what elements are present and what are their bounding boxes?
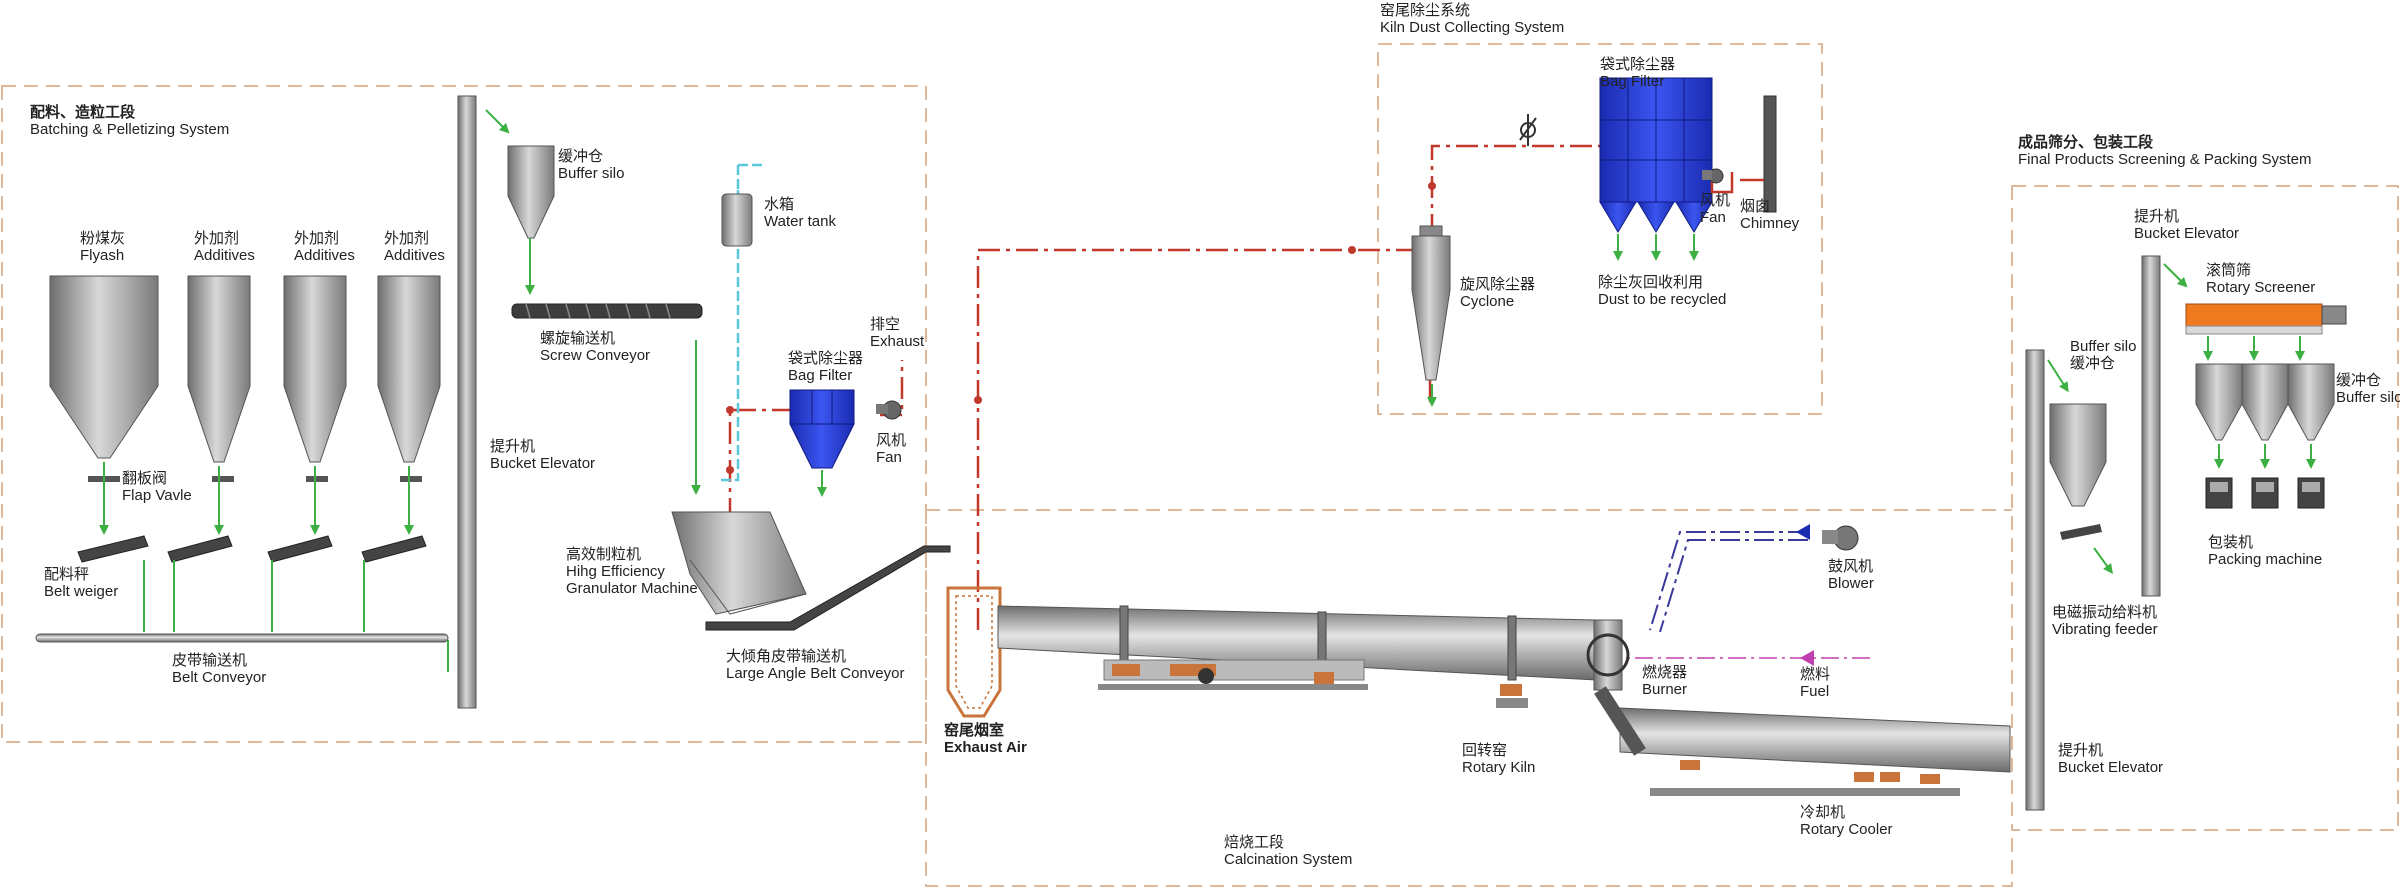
granulator (671, 511, 807, 615)
cooler-supports (1650, 760, 1960, 796)
bag-filter-1 (789, 389, 855, 469)
elevator-1-arrow (485, 109, 510, 134)
rotary-cooler (1619, 707, 2011, 773)
additives-silo-2 (283, 275, 347, 463)
bucket-elevator-1 (457, 95, 477, 709)
bag-filter-2 (1599, 77, 1713, 233)
butterfly-valve-icon (1519, 114, 1537, 146)
final-products-section-border (2011, 185, 2399, 831)
material-down-arrows (99, 462, 449, 672)
batching-section-border (1, 85, 927, 743)
blower-icon (1822, 525, 1859, 551)
screener-to-silos (2203, 336, 2305, 361)
kiln-dust-section-label: 窑尾除尘系统 Kiln Dust Collecting System (1380, 2, 1565, 36)
belt-conveyor (35, 633, 449, 643)
calcination-section-border (925, 509, 2013, 887)
bucket-elevator-2 (2025, 349, 2045, 811)
exhaust-air-chamber (946, 586, 1002, 718)
additives-silo-3 (377, 275, 441, 463)
fan-1-icon (876, 400, 902, 420)
large-angle-belt-conveyor (705, 545, 951, 631)
gas-valves (726, 182, 1436, 474)
kiln-supports (1098, 659, 1528, 708)
kiln-hood (1586, 619, 1630, 691)
chimney (1763, 95, 1777, 213)
kiln-dust-section-border (1377, 43, 1823, 415)
buffer-silo-2 (2049, 403, 2107, 507)
water-tank (721, 193, 753, 247)
screw-conveyor (511, 303, 703, 319)
buffer-silo-1 (507, 145, 555, 239)
section-borders (1, 43, 2399, 887)
vibrating-feeder (2060, 524, 2102, 540)
cyclone (1411, 235, 1451, 381)
batching-section-label: 配料、造粒工段 Batching & Pelletizing System (30, 104, 230, 138)
belt-weighers (77, 535, 427, 563)
calcination-section-label: 焙烧工段 Calcination System (1224, 834, 1353, 868)
air-line (1649, 531, 1808, 633)
final-products-section-label: 成品筛分、包装工段 Final Products Screening & Pac… (2018, 134, 2312, 168)
rotary-screener (2185, 303, 2347, 335)
gas-lines (728, 144, 1600, 630)
flyash-silo (49, 275, 159, 459)
feed-silos (49, 275, 441, 463)
bucket-elevator-3 (2141, 255, 2161, 597)
blower-arrow-icon (1796, 524, 1810, 540)
fuel-arrow-icon (1800, 650, 1814, 666)
fan-2-icon (1702, 168, 1724, 184)
buffer-silos-3 (2195, 363, 2335, 441)
additives-silo-1 (187, 275, 251, 463)
